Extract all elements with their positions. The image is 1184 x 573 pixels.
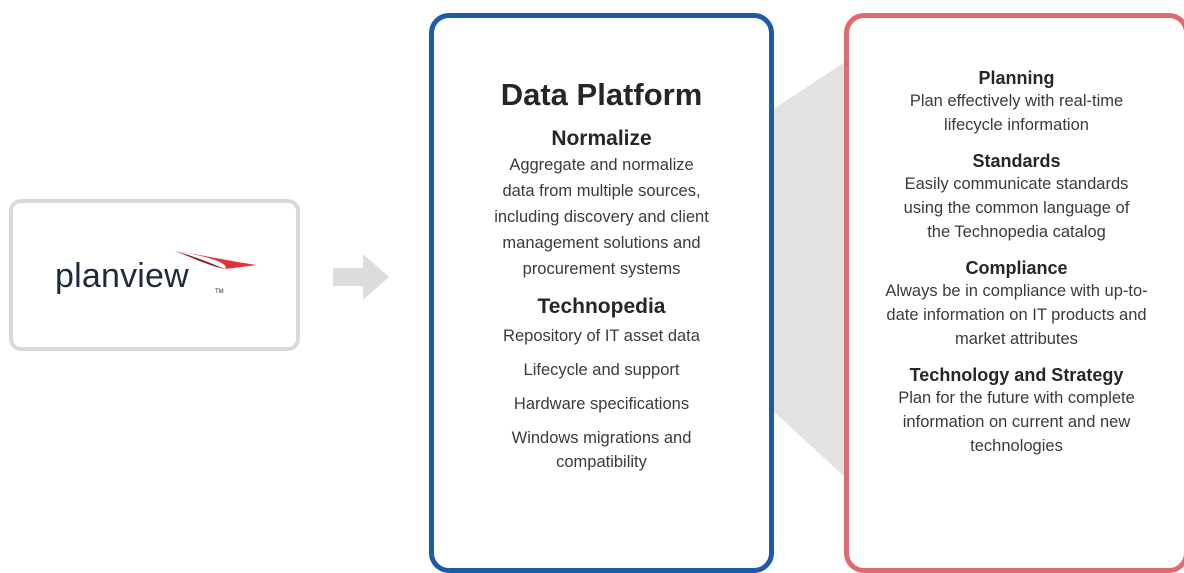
benefit-description: Always be in compliance with up-to-date …: [885, 282, 1148, 348]
benefit-compliance: Compliance Always be in compliance with …: [849, 257, 1184, 351]
technopedia-item: Lifecycle and support: [523, 361, 680, 380]
normalize-line: management solutions and: [502, 234, 701, 253]
logo-wordmark: planview: [55, 257, 189, 295]
benefit-description: Plan for the future with complete inform…: [898, 389, 1135, 455]
connector-shape: [772, 60, 848, 480]
benefit-title: Planning: [978, 68, 1055, 88]
normalize-line: Aggregate and normalize: [509, 156, 694, 175]
benefit-title: Compliance: [965, 258, 1068, 278]
technopedia-title: Technopedia: [537, 295, 666, 319]
arrow-right-icon: [333, 254, 389, 300]
technopedia-section: Technopedia Repository of IT asset data …: [434, 294, 769, 474]
benefit-description: Easily communicate standards using the c…: [903, 175, 1130, 241]
swoosh-icon: [175, 251, 257, 269]
technopedia-item: Repository of IT asset data: [503, 327, 700, 346]
planview-logo: planview TM: [55, 247, 265, 307]
platform-title: Data Platform: [500, 77, 703, 112]
technopedia-item: Windows migrations and compatibility: [511, 429, 692, 472]
normalize-line: including discovery and client: [494, 208, 709, 227]
normalize-line: procurement systems: [522, 260, 681, 279]
benefit-planning: Planning Plan effectively with real-time…: [849, 67, 1184, 137]
data-platform-panel: Data Platform Normalize Aggregate and no…: [429, 13, 774, 573]
logo-trademark: TM: [215, 289, 224, 295]
planview-logo-card: planview TM: [9, 199, 300, 351]
normalize-line: data from multiple sources,: [502, 182, 701, 201]
normalize-section: Normalize Aggregate and normalize data f…: [434, 126, 769, 282]
benefit-title: Standards: [972, 151, 1061, 171]
benefit-description: Plan effectively with real-time lifecycl…: [909, 92, 1124, 134]
benefit-standards: Standards Easily communicate standards u…: [849, 150, 1184, 244]
technopedia-item: Hardware specifications: [513, 395, 690, 414]
normalize-title: Normalize: [551, 127, 652, 151]
benefit-technology-strategy: Technology and Strategy Plan for the fut…: [849, 364, 1184, 458]
benefits-panel: Planning Plan effectively with real-time…: [844, 13, 1184, 573]
benefit-title: Technology and Strategy: [909, 365, 1124, 385]
